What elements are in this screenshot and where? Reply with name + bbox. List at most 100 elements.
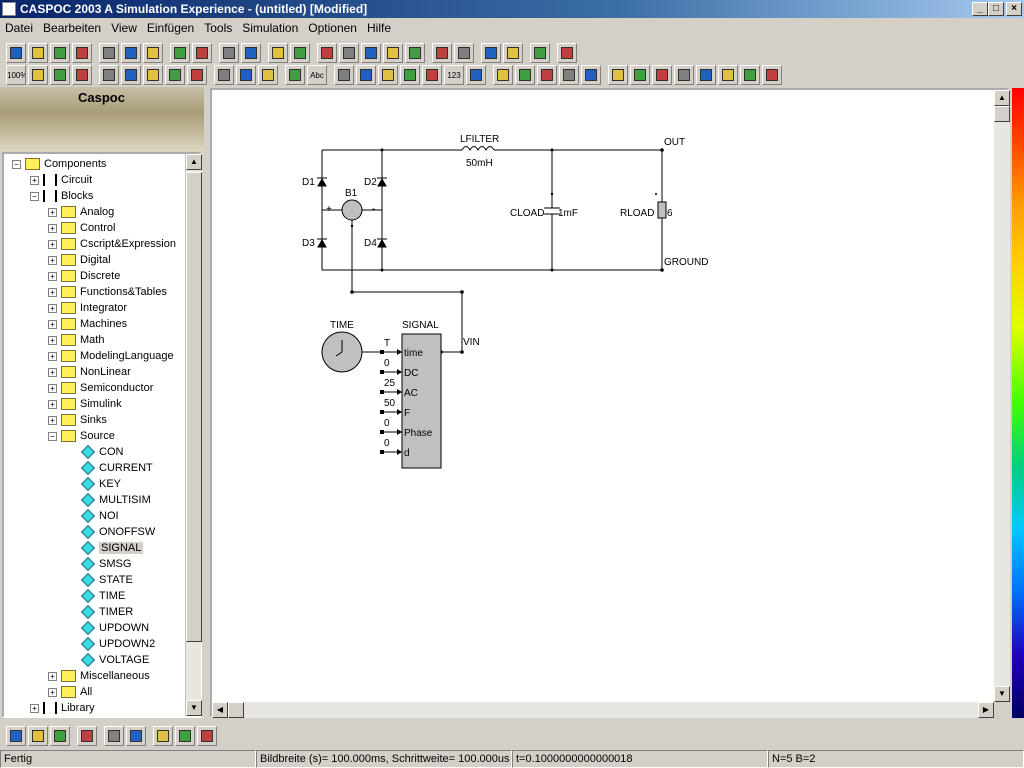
arrow-merge-icon[interactable]	[454, 43, 474, 63]
network-icon[interactable]	[530, 43, 550, 63]
chip-2-icon[interactable]	[718, 65, 738, 85]
scope-icon[interactable]	[339, 43, 359, 63]
tree-node[interactable]: CURRENT	[68, 460, 153, 476]
tree-node[interactable]: +Library	[30, 700, 95, 716]
globe-icon[interactable]	[214, 65, 234, 85]
tree-node[interactable]: +Miscellaneous	[48, 668, 150, 684]
open-folder-icon[interactable]	[28, 43, 48, 63]
expand-icon[interactable]: +	[48, 255, 57, 265]
align-icon[interactable]	[405, 43, 425, 63]
tree-scroll-up-button[interactable]: ▲	[186, 154, 202, 170]
canvas-horizontal-scrollbar[interactable]: ◀ ▶	[212, 702, 994, 718]
tree-node[interactable]: TIMER	[68, 604, 133, 620]
pen-icon[interactable]	[285, 65, 305, 85]
collapse-icon[interactable]: −	[12, 159, 21, 169]
save-icon[interactable]	[50, 43, 70, 63]
export-icon[interactable]	[481, 43, 501, 63]
counter-icon[interactable]: 123	[444, 65, 464, 85]
redo-icon[interactable]	[192, 43, 212, 63]
canvas-vertical-scrollbar[interactable]: ▲ ▼	[994, 90, 1010, 702]
tree-node[interactable]: UPDOWN	[68, 620, 149, 636]
maximize-button[interactable]: □	[988, 2, 1004, 16]
tree-node[interactable]: VOLTAGE	[68, 652, 149, 668]
paste-icon[interactable]	[143, 43, 163, 63]
stack-icon[interactable]	[422, 65, 442, 85]
tree-node[interactable]: +Machines	[48, 316, 127, 332]
schematic-canvas[interactable]: LFILTER 50mH OUT D1 D2 D3 D4 B1 + - CLOA…	[210, 88, 1010, 718]
expand-icon[interactable]: +	[48, 335, 57, 345]
expand-icon[interactable]: +	[48, 223, 57, 233]
expand-icon[interactable]: +	[48, 383, 57, 393]
color-palette[interactable]	[1012, 88, 1024, 718]
tree-node[interactable]: CON	[68, 444, 123, 460]
globe-3-icon[interactable]	[258, 65, 278, 85]
tree-scroll-down-button[interactable]: ▼	[186, 700, 202, 716]
tree-node[interactable]: +Functions&Tables	[48, 284, 167, 300]
tree-node[interactable]: MULTISIM	[68, 492, 151, 508]
text-icon[interactable]: Abc	[307, 65, 327, 85]
copy-icon[interactable]	[121, 43, 141, 63]
canvas-hscroll-thumb[interactable]	[228, 702, 244, 718]
expand-icon[interactable]: +	[48, 303, 57, 313]
tree-node[interactable]: +Cscript&Expression	[48, 236, 176, 252]
tree-node[interactable]: KEY	[68, 476, 121, 492]
zoom-horizontal-icon[interactable]	[50, 65, 70, 85]
diagonal-icon[interactable]	[466, 65, 486, 85]
tree-node[interactable]: +Semiconductor	[48, 380, 153, 396]
grid-icon[interactable]	[515, 65, 535, 85]
tree-node[interactable]: +Sinks	[48, 412, 107, 428]
tree-node[interactable]: NOI	[68, 508, 119, 524]
run-icon[interactable]	[219, 43, 239, 63]
sort-icon[interactable]	[674, 65, 694, 85]
expand-icon[interactable]: +	[48, 415, 57, 425]
menu-hilfe[interactable]: Hilfe	[366, 21, 391, 35]
expand-icon[interactable]: +	[48, 319, 57, 329]
canvas-scroll-left-button[interactable]: ◀	[212, 702, 228, 718]
expand-icon[interactable]: +	[48, 287, 57, 297]
tree-node[interactable]: STATE	[68, 572, 133, 588]
import-icon[interactable]	[503, 43, 523, 63]
tree-node[interactable]: SIGNAL	[68, 540, 144, 556]
color-icon[interactable]	[334, 65, 354, 85]
expand-icon[interactable]: +	[48, 399, 57, 409]
clock-icon[interactable]	[537, 65, 557, 85]
tree-node[interactable]: +Simulink	[48, 396, 122, 412]
arrows-icon[interactable]	[378, 65, 398, 85]
close-button[interactable]: ×	[1006, 2, 1022, 16]
tree-node[interactable]: +Integrator	[48, 300, 127, 316]
tree-node[interactable]: +Math	[48, 332, 104, 348]
minimize-button[interactable]: _	[972, 2, 988, 16]
list-icon[interactable]	[361, 43, 381, 63]
panel-splitter[interactable]	[204, 87, 210, 719]
expand-icon[interactable]: +	[48, 367, 57, 377]
pause-icon[interactable]	[241, 43, 261, 63]
wire-icon[interactable]	[268, 43, 288, 63]
canvas-vscroll-thumb[interactable]	[994, 106, 1010, 122]
print-icon[interactable]	[72, 43, 92, 63]
tree-list-icon[interactable]	[383, 43, 403, 63]
picture-icon[interactable]	[153, 726, 173, 746]
hierarchy-icon[interactable]	[28, 726, 48, 746]
tree-node[interactable]: +Analog	[48, 204, 114, 220]
contrast-icon[interactable]	[581, 65, 601, 85]
refresh-icon[interactable]	[77, 726, 97, 746]
cut-icon[interactable]	[99, 43, 119, 63]
tree-node[interactable]: +Discrete	[48, 268, 120, 284]
globe-2-icon[interactable]	[236, 65, 256, 85]
tree-node[interactable]: +Digital	[48, 252, 111, 268]
cross-icon[interactable]	[356, 65, 376, 85]
arrow-right-icon[interactable]	[432, 43, 452, 63]
undo-icon[interactable]	[170, 43, 190, 63]
window-cascade-icon[interactable]	[126, 726, 146, 746]
tree-node[interactable]: +Circuit	[30, 172, 92, 188]
tree-node[interactable]: −Source	[48, 428, 115, 444]
canvas-scroll-down-button[interactable]: ▼	[994, 686, 1010, 702]
menu-tools[interactable]: Tools	[204, 21, 233, 35]
tree-node[interactable]: +All	[48, 684, 92, 700]
collapse-icon[interactable]: −	[30, 191, 39, 201]
expand-icon[interactable]: +	[48, 687, 57, 697]
tree-scrollbar[interactable]: ▲ ▼	[185, 154, 202, 716]
chip-icon[interactable]	[696, 65, 716, 85]
zoom-fit-icon[interactable]	[28, 65, 48, 85]
line-icon[interactable]	[290, 43, 310, 63]
